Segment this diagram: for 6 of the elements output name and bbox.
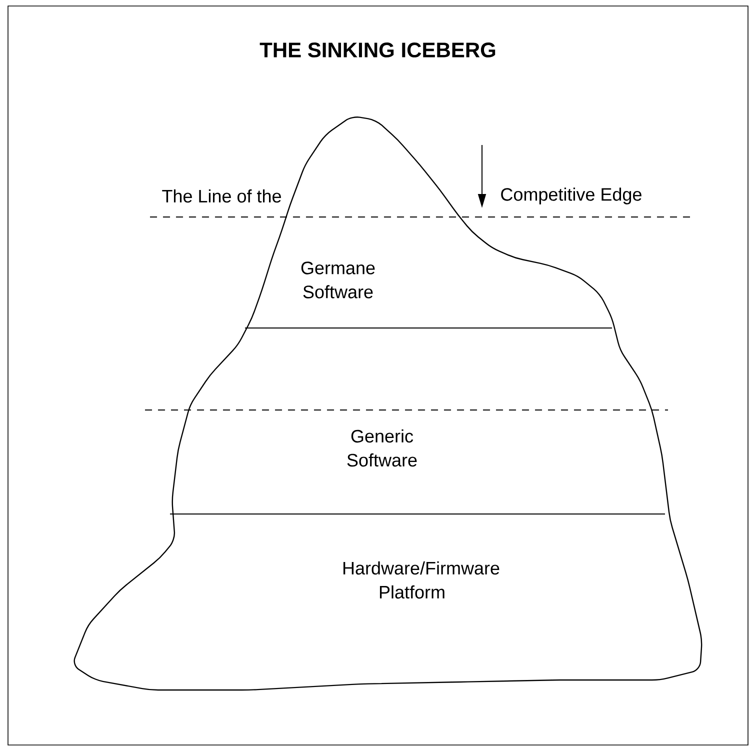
layer-label: Generic Software — [347, 429, 417, 467]
label: The Line of the — [162, 189, 281, 203]
title: THE SINKING ICEBERG — [260, 42, 496, 58]
label: Competitive Edge — [501, 188, 642, 204]
layer-label: Hardware/Firmware Platform — [343, 561, 500, 599]
layer-label: Germane Software — [301, 262, 375, 298]
